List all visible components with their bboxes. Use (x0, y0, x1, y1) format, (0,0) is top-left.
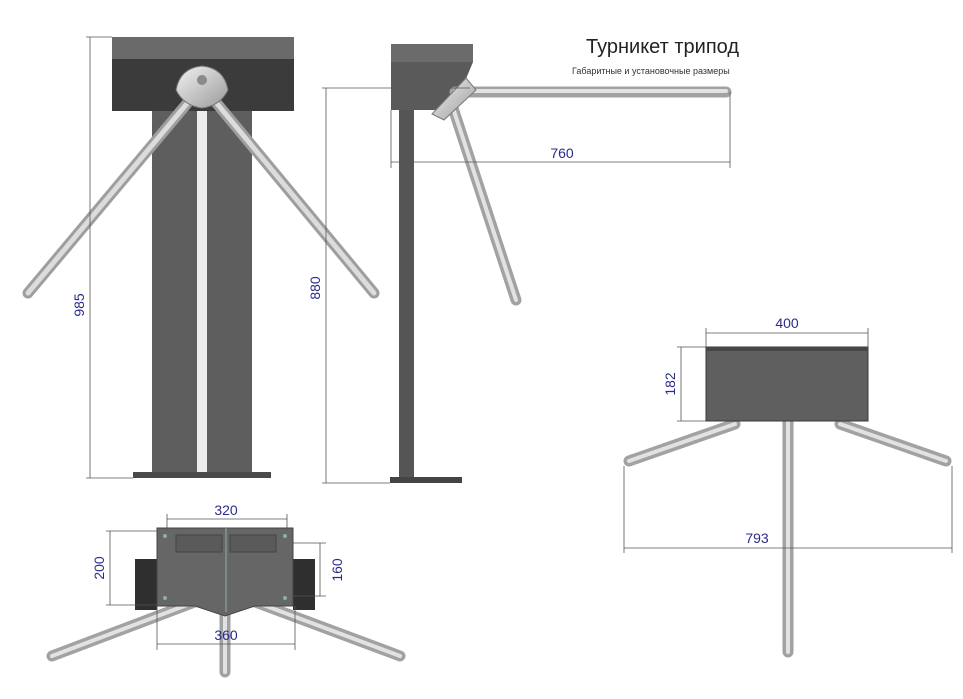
top-panel-left (175, 534, 223, 553)
dim-rear-span: 793 (745, 530, 769, 546)
dim-top-depth-outer: 200 (91, 556, 107, 580)
front-view (22, 36, 380, 479)
dim-side-height: 880 (307, 276, 323, 300)
front-hub (175, 65, 229, 109)
dim-top-depth-inner: 160 (329, 558, 345, 582)
front-base (133, 472, 271, 478)
rear-view (623, 328, 953, 658)
top-side-block-left (135, 559, 157, 610)
top-view (46, 514, 406, 678)
dim-rear-width: 400 (775, 315, 799, 331)
dim-top-width-inner: 360 (214, 627, 238, 643)
rear-body (705, 346, 869, 422)
front-pillar-left (152, 111, 197, 473)
front-pillar-gap (197, 111, 207, 473)
diagram-title: Турникет трипод (586, 36, 739, 58)
dim-top-width-outer: 320 (214, 502, 238, 518)
dim-front-height: 985 (71, 293, 87, 317)
front-head-top (112, 37, 294, 59)
side-post (399, 110, 414, 478)
side-base (390, 477, 462, 483)
side-hub (431, 77, 477, 121)
dim-rear-height: 182 (662, 372, 678, 396)
dim-side-arm-length: 760 (550, 145, 574, 161)
front-pillar-right (207, 111, 252, 473)
front-hub-center (197, 75, 207, 85)
top-side-block-right (293, 559, 315, 610)
diagram-subtitle: Габаритные и установочные размеры (572, 66, 730, 76)
top-panel-right (229, 534, 277, 553)
side-view (322, 44, 732, 484)
